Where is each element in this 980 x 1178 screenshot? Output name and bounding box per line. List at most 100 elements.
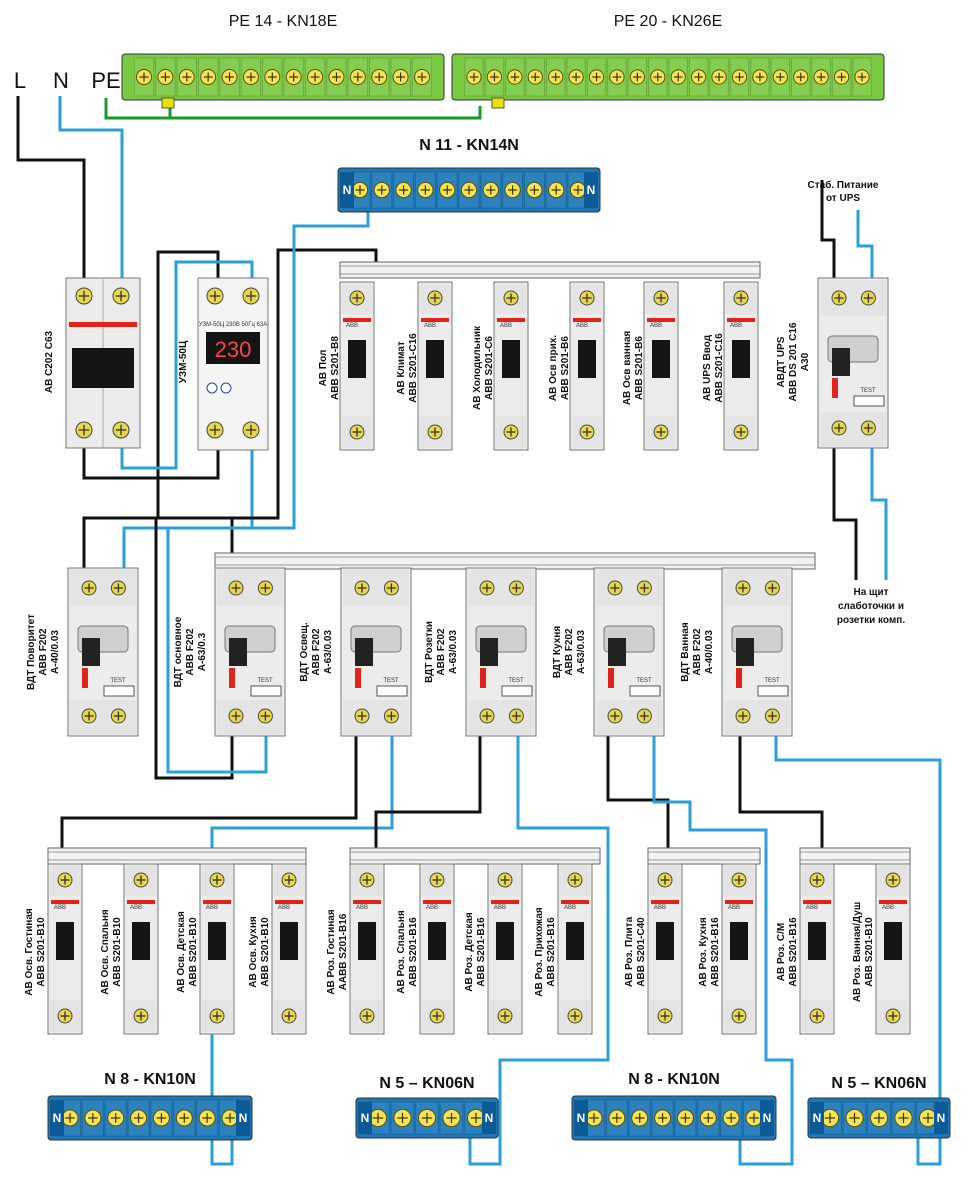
top-row-breaker-label: ABB S201-B6 (560, 336, 571, 400)
breaker-toggle (730, 922, 748, 960)
bottom-breaker-label: ABB S201-B10 (260, 917, 271, 987)
phase-label-pe: PE (91, 68, 120, 93)
rcd-indicator (355, 668, 361, 688)
rcd-label: ABB F202 (436, 628, 447, 676)
breaker-toggle (56, 922, 74, 960)
pe-bar-label: PE 20 - KN26E (614, 13, 723, 30)
neutral-wire (870, 448, 888, 580)
bottom-breaker-label: АВ Роз. Плита (624, 916, 635, 987)
bar-end-cap (574, 1100, 588, 1136)
breaker-toggle (884, 922, 902, 960)
din-rail-bottom-1 (47, 847, 307, 865)
rcd-label: ВДТ Ванная (680, 622, 691, 682)
phase-label-n: N (53, 68, 69, 93)
brand-mark: ABB (346, 323, 358, 329)
rcd-test-label: TEST (636, 678, 652, 684)
rcd-test-label: TEST (860, 388, 876, 394)
breaker-red-band (491, 900, 519, 904)
bottom-breaker-label: ABB S201-B10 (864, 917, 875, 987)
phase-wire (820, 180, 836, 278)
brand-mark: ABB (564, 905, 576, 911)
breaker-red-band (353, 900, 381, 904)
bar-end-letter: N (937, 1111, 946, 1125)
breaker-red-band (51, 900, 79, 904)
breaker-toggle (358, 922, 376, 960)
rcd-handle (736, 638, 754, 666)
breaker-toggle (426, 340, 444, 378)
breaker-red-band (651, 900, 679, 904)
bottom-breaker-label: ABB S201-B10 (188, 917, 199, 987)
rcd-test-button (250, 685, 282, 697)
rcd-test-button (853, 395, 885, 407)
bar-end-cap (358, 1102, 372, 1134)
minus-button-icon (206, 382, 218, 394)
top-row-breaker-label: АВ UPS Ввод (702, 334, 713, 401)
bar-end-cap (934, 1102, 948, 1134)
rcd-label: ABB F202 (185, 628, 196, 676)
brand-mark: ABB (424, 323, 436, 329)
rcd-top (343, 570, 409, 606)
ups-rcbo-label: АВДТ UPS (776, 336, 787, 387)
bar-end-letter: N (813, 1111, 822, 1125)
breaker-red-band (727, 318, 755, 322)
rcd-test-label: TEST (383, 678, 399, 684)
rcd-top (217, 570, 283, 606)
rcd-test-button (376, 685, 408, 697)
rcd-bottom (820, 412, 886, 446)
phase-wire (832, 448, 858, 580)
breaker-red-band (647, 318, 675, 322)
phase-wire (374, 736, 482, 864)
bottom-breaker-label: ABB S201-B10 (36, 917, 47, 987)
rcd-test-button (103, 685, 135, 697)
neutral-wire (166, 528, 268, 774)
bottom-breaker-label: АВ Осв. Кухня (248, 916, 259, 988)
bar-end-cap (760, 1100, 774, 1136)
neutral-wire (856, 210, 874, 278)
din-rail-bottom-3 (647, 847, 761, 865)
rcd-test-button (757, 685, 789, 697)
top-row-breaker-label: ABB S201-C16 (408, 333, 419, 403)
breaker-red-band (497, 318, 525, 322)
neutral-wire (58, 96, 124, 278)
voltage-relay-label: УЗМ-50Ц (178, 340, 189, 383)
bottom-breaker-label: ABB S201-B16 (476, 917, 487, 987)
brand-mark: ABB (426, 905, 438, 911)
rcd-test-button (501, 685, 533, 697)
brand-mark: ABB (54, 905, 66, 911)
bar-end-cap (810, 1102, 824, 1134)
bottom-breaker-label: ABB S201-B16 (710, 917, 721, 987)
bar-end-letter: N (763, 1111, 772, 1125)
breaker-red-band (879, 900, 907, 904)
pe-bar-foot (491, 97, 505, 109)
n-bottom-bar (47, 1095, 253, 1141)
bar-end-letter: N (587, 183, 596, 197)
bottom-breaker-label: АВ Осв. Спальня (100, 909, 111, 995)
rcd-test-label: TEST (764, 678, 780, 684)
ups-destination-label: слаботочки и (838, 600, 904, 612)
brand-mark: ABB (806, 905, 818, 911)
main-breaker-red-band (69, 322, 137, 327)
bottom-breaker-label: АВ Роз. Детская (464, 912, 475, 992)
breaker-red-band (421, 318, 449, 322)
pe-wire (104, 98, 172, 120)
n-main-bar-label: N 11 - KN14N (419, 137, 519, 154)
neutral-wire (120, 260, 254, 470)
bottom-breaker-label: АВ Роз. Ванная/Душ (852, 902, 863, 1002)
bar-end-cap (50, 1100, 64, 1136)
phase-label-l: L (14, 68, 26, 93)
n-bottom-bar-label: N 8 - KN10N (628, 1071, 720, 1088)
bar-end-letter: N (485, 1111, 494, 1125)
top-row-breaker-label: АВ Холодильник (472, 325, 483, 410)
rcd-bottom (468, 700, 534, 734)
ups-source-label: от UPS (826, 193, 860, 204)
din-rail-bottom-4 (799, 847, 911, 865)
brand-mark: ABB (278, 905, 290, 911)
rcd-indicator (832, 378, 838, 398)
breaker-toggle (428, 922, 446, 960)
n-bottom-bar-label: N 5 – KN06N (831, 1075, 926, 1092)
brand-mark: ABB (500, 323, 512, 329)
voltage-relay-plate: УЗМ-50Ц 230В 50Гц 63А (199, 322, 267, 328)
brand-mark: ABB (728, 905, 740, 911)
n-bottom-bar-label: N 8 - KN10N (104, 1071, 196, 1088)
din-rail-bottom-2 (349, 847, 601, 865)
